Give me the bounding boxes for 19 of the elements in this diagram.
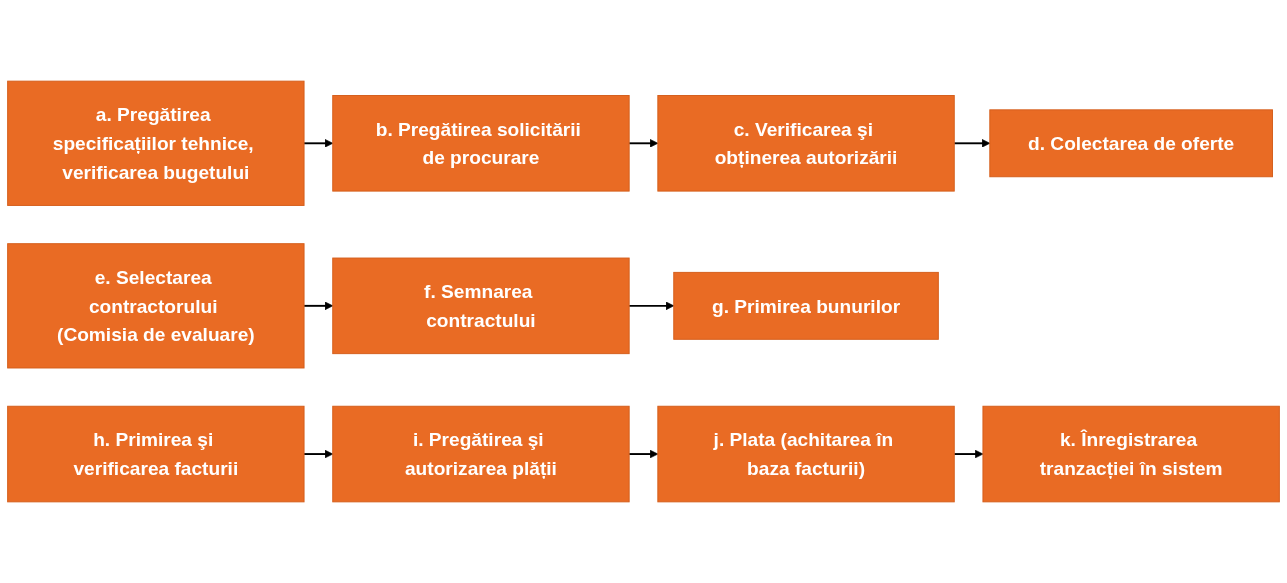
node-box: j. Plata (achitarea în baza facturii) [657, 405, 955, 503]
arrow [303, 449, 334, 459]
node-box: h. Primirea şi verificarea facturii [7, 405, 305, 503]
arrow [628, 449, 659, 459]
node-box: a. Pregătirea specificațiilor tehnice, verificarea bugetului [7, 80, 305, 206]
node-box: k. Înregistrarea tranzacției în sistem [982, 405, 1280, 503]
arrow [303, 301, 334, 311]
node-box: c. Verificarea şi obținerea autorizării [657, 95, 955, 192]
node-box: b. Pregătirea solicitării de procurare [332, 95, 630, 192]
arrow [953, 139, 991, 148]
arrow [303, 139, 334, 148]
node-box: d. Colectarea de oferte [989, 109, 1273, 178]
arrow [953, 449, 984, 459]
arrow [628, 139, 659, 148]
arrow [628, 301, 675, 311]
node-box: f. Semnarea contractului [332, 257, 630, 355]
node-box: e. Selectarea contractorului (Comisia de evaluare) [7, 243, 305, 369]
node-box: g. Primirea bunurilor [673, 271, 939, 340]
node-box: i. Pregătirea şi autorizarea plății [332, 405, 630, 503]
